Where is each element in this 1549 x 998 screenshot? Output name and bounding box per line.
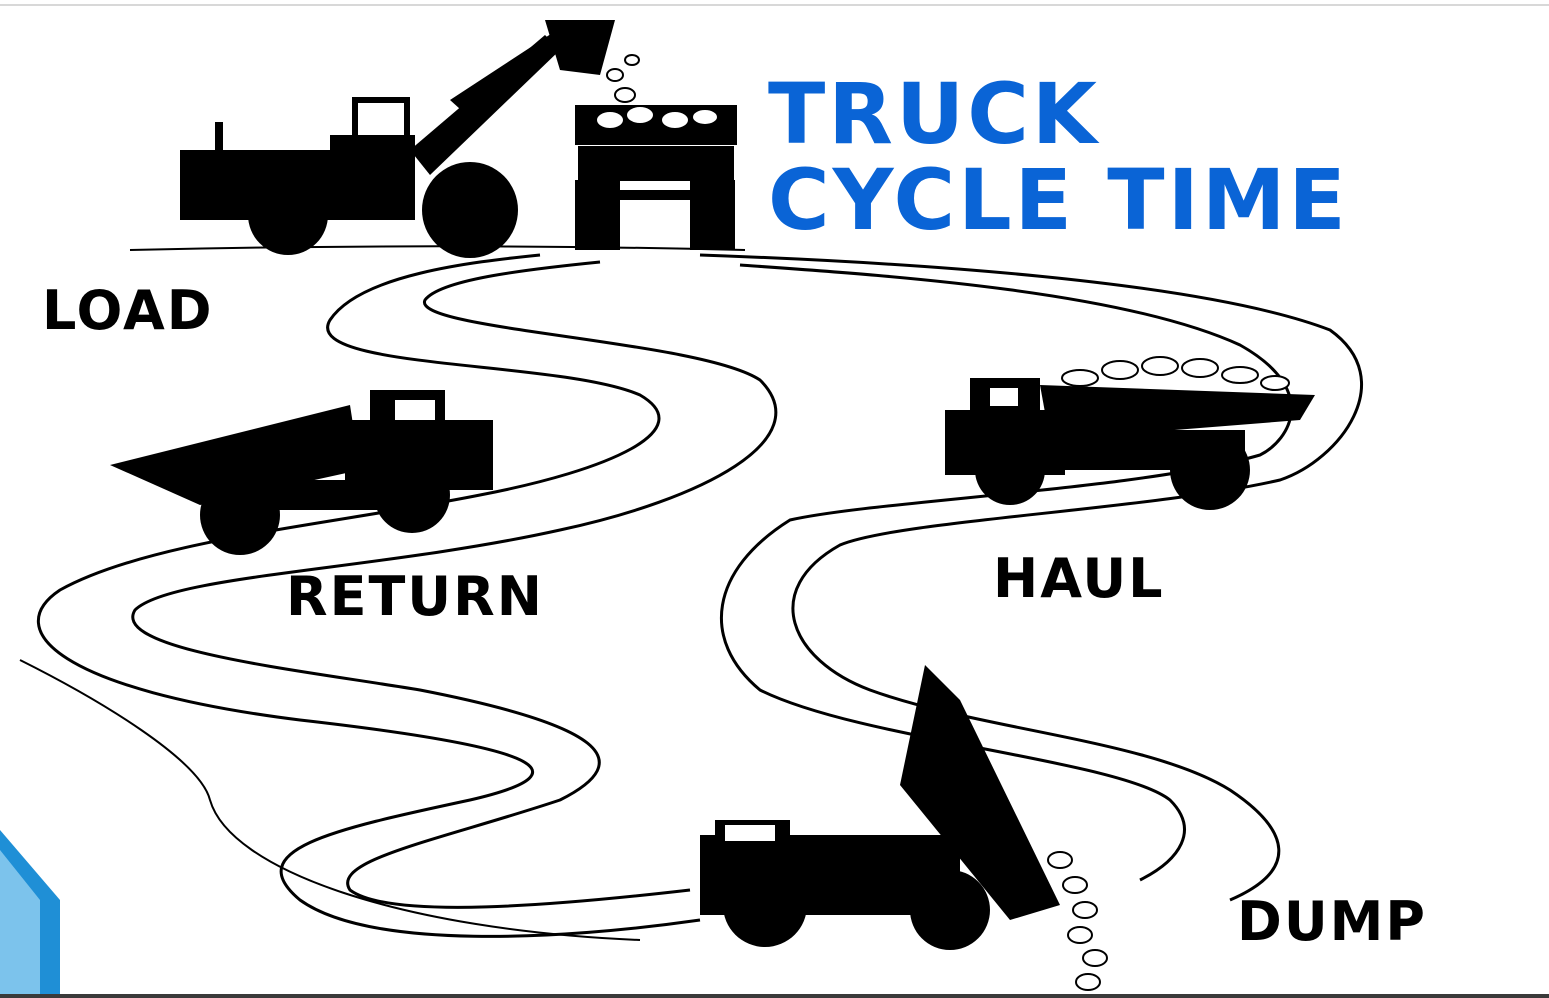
road-bottom-edge [20,660,640,940]
stage-label-return: RETURN [286,570,544,624]
dumping-truck-icon [700,665,1060,950]
stage-label-haul: HAUL [993,552,1165,606]
empty-returning-truck-icon [110,390,493,555]
loaded-haul-truck-icon [945,357,1315,510]
ground-line [130,246,745,250]
wheel-loader-icon [180,20,615,258]
dumped-rocks-icon [1048,852,1107,990]
title-line-2: CYCLE TIME [768,158,1549,242]
stage-label-dump: DUMP [1237,895,1427,949]
stage-label-load: LOAD [42,284,214,338]
corner-accent-shape [0,830,60,998]
title-line-1: TRUCK [768,72,1100,156]
bottom-border [0,994,1549,998]
